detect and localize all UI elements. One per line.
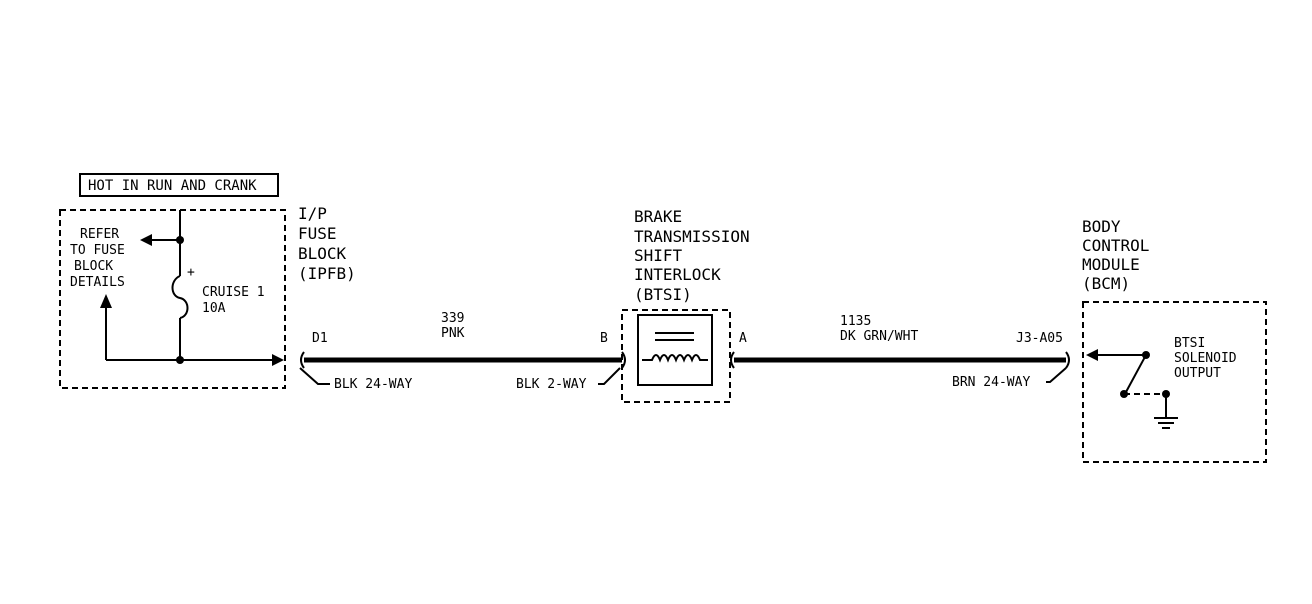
- circuit-339: 339 PNK D1 B: [300, 311, 626, 369]
- fuse-block: I/P FUSE BLOCK (IPFB) REFER TO FUSE BLOC…: [59, 204, 356, 389]
- bcm-output-3: OUTPUT: [1174, 366, 1221, 381]
- refer-text-4: DETAILS: [70, 275, 125, 290]
- arrow-up-icon: [100, 294, 112, 308]
- refer-text-1: REFER: [80, 227, 119, 242]
- power-source: HOT IN RUN AND CRANK: [79, 173, 279, 197]
- btsi-name-1: BRAKE: [634, 207, 682, 226]
- ground-icon: [1154, 417, 1178, 429]
- bcm-outline: [1082, 301, 1267, 463]
- connector-blk-2-way: BLK 2-WAY: [516, 367, 621, 392]
- pin-b: B: [600, 331, 608, 346]
- btsi-component: BRAKE TRANSMISSION SHIFT INTERLOCK (BTSI…: [621, 207, 750, 403]
- circuit-1135: 1135 DK GRN/WHT A J3-A05: [730, 314, 1070, 369]
- bcm-name-1: BODY: [1082, 217, 1121, 236]
- arrow-left-icon: [140, 234, 152, 246]
- pin-a: A: [739, 331, 747, 346]
- connector-label-1: BLK 24-WAY: [334, 377, 412, 392]
- btsi-solenoid-box: [637, 314, 713, 386]
- connector-brn-24-way: BRN 24-WAY: [952, 367, 1067, 390]
- fuse-rating: 10A: [202, 301, 226, 316]
- refer-text-2: TO FUSE: [70, 243, 125, 258]
- connector-label-2: BLK 2-WAY: [516, 377, 587, 392]
- circuit-339-color: PNK: [441, 326, 465, 341]
- circuit-1135-number: 1135: [840, 314, 871, 329]
- bcm-output-1: BTSI: [1174, 336, 1205, 351]
- bcm-name-3: MODULE: [1082, 255, 1140, 274]
- circuit-339-number: 339: [441, 311, 464, 326]
- bcm-output-2: SOLENOID: [1174, 351, 1237, 366]
- fuse-icon: [171, 275, 189, 319]
- pin-j3-a05: J3-A05: [1016, 331, 1063, 346]
- refer-text-3: BLOCK: [74, 259, 113, 274]
- bcm-name-2: CONTROL: [1082, 236, 1149, 255]
- connector-label-3: BRN 24-WAY: [952, 375, 1030, 390]
- fuse-block-name-4: (IPFB): [298, 264, 356, 283]
- pin-d1: D1: [312, 331, 328, 346]
- fuse-star: +: [187, 265, 195, 280]
- circuit-1135-color: DK GRN/WHT: [840, 329, 918, 344]
- fuse-name: CRUISE 1: [202, 285, 265, 300]
- switch-icon: [1125, 354, 1147, 393]
- btsi-outline: [621, 309, 731, 403]
- connector-blk-24-way: BLK 24-WAY: [299, 367, 412, 392]
- btsi-name-3: SHIFT: [634, 246, 683, 265]
- arrow-right-icon: [272, 354, 284, 366]
- btsi-name-5: (BTSI): [634, 285, 692, 304]
- bcm-module: BODY CONTROL MODULE (BCM) BTSI SOLENOID …: [1082, 217, 1267, 463]
- power-label: HOT IN RUN AND CRANK: [88, 178, 257, 194]
- fuse-block-name-3: BLOCK: [298, 244, 347, 263]
- btsi-name-4: INTERLOCK: [634, 265, 721, 284]
- arrow-left-icon: [1086, 349, 1098, 361]
- fuse-block-name-1: I/P: [298, 204, 327, 223]
- fuse-block-outline: [59, 209, 286, 389]
- btsi-name-2: TRANSMISSION: [634, 227, 750, 246]
- coil-icon: [642, 354, 708, 363]
- bcm-name-4: (BCM): [1082, 274, 1130, 293]
- fuse-block-name-2: FUSE: [298, 224, 337, 243]
